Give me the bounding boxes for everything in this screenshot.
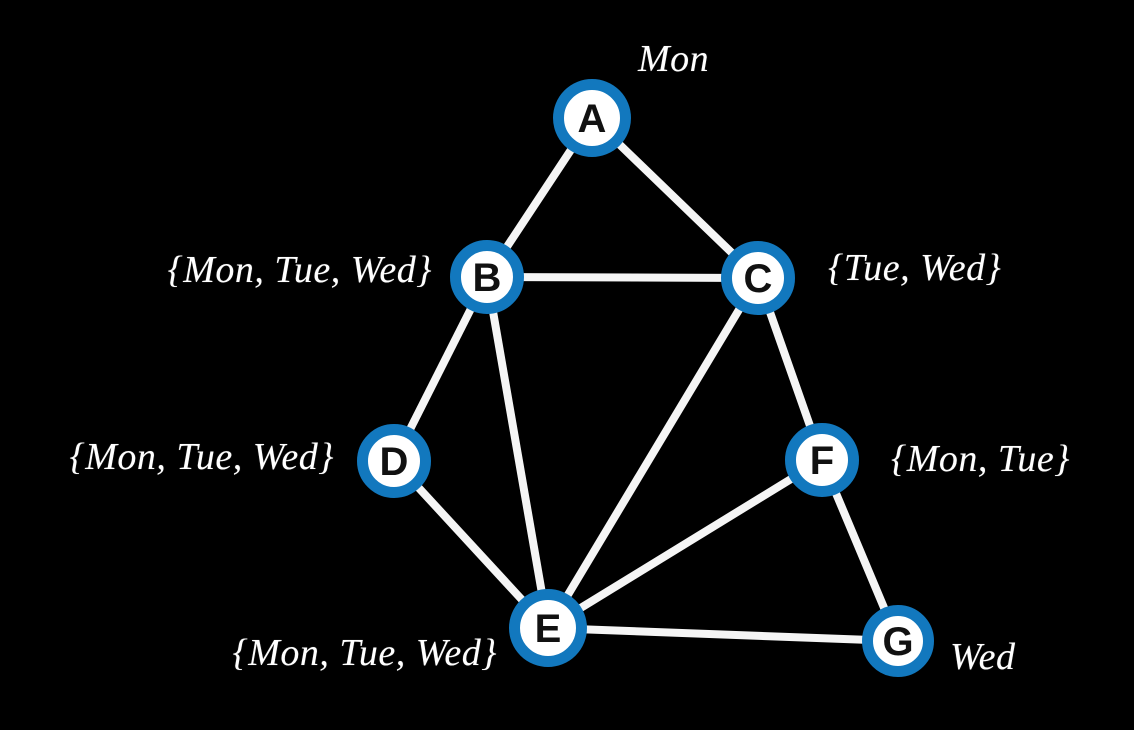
node-letter-g: G — [882, 620, 913, 664]
domain-label-c: {Tue, Wed} — [828, 247, 1002, 289]
node-circle-a — [553, 79, 631, 157]
domain-label-b: {Mon, Tue, Wed} — [167, 249, 432, 291]
graph-edge-b-d — [406, 306, 475, 432]
node-letter-c: C — [744, 257, 773, 301]
graph-node-d[interactable]: D — [357, 424, 431, 498]
graph-node-a[interactable]: A — [553, 79, 631, 157]
node-circle-c — [721, 241, 795, 315]
node-letter-a: A — [578, 97, 607, 141]
graph-node-c[interactable]: C — [721, 241, 795, 315]
node-circle-f — [785, 423, 859, 497]
domain-label-a: Mon — [638, 38, 710, 80]
graph-edge-b-e — [489, 310, 546, 593]
graph-edge-e-f — [577, 474, 795, 613]
graph-edge-c-f — [765, 309, 815, 429]
node-letter-d: D — [380, 440, 409, 484]
node-letter-e: E — [535, 607, 562, 651]
node-circle-b — [450, 240, 524, 314]
node-circle-g — [862, 605, 934, 677]
edges-layer — [406, 140, 889, 644]
node-letter-b: B — [473, 256, 502, 300]
graph-edge-a-c — [615, 140, 736, 257]
graph-edge-c-e — [563, 305, 744, 599]
graph-edge-a-b — [502, 146, 575, 250]
node-circle-d — [357, 424, 431, 498]
graph-node-e[interactable]: E — [509, 589, 587, 667]
domain-label-g: Wed — [950, 636, 1016, 678]
graph-edge-d-e — [414, 484, 526, 604]
graph-edge-e-g — [584, 625, 865, 644]
node-circle-e — [509, 589, 587, 667]
nodes-layer: A B C D E F G — [357, 79, 934, 677]
domain-label-d: {Mon, Tue, Wed} — [69, 436, 334, 478]
domain-label-e: {Mon, Tue, Wed} — [232, 632, 497, 674]
graph-node-b[interactable]: B — [450, 240, 524, 314]
graph-edge-b-c — [521, 273, 724, 282]
graph-node-g[interactable]: G — [862, 605, 934, 677]
node-letter-f: F — [810, 439, 834, 483]
graph-node-f[interactable]: F — [785, 423, 859, 497]
domain-label-f: {Mon, Tue} — [891, 438, 1070, 480]
graph-edge-f-g — [831, 490, 889, 612]
